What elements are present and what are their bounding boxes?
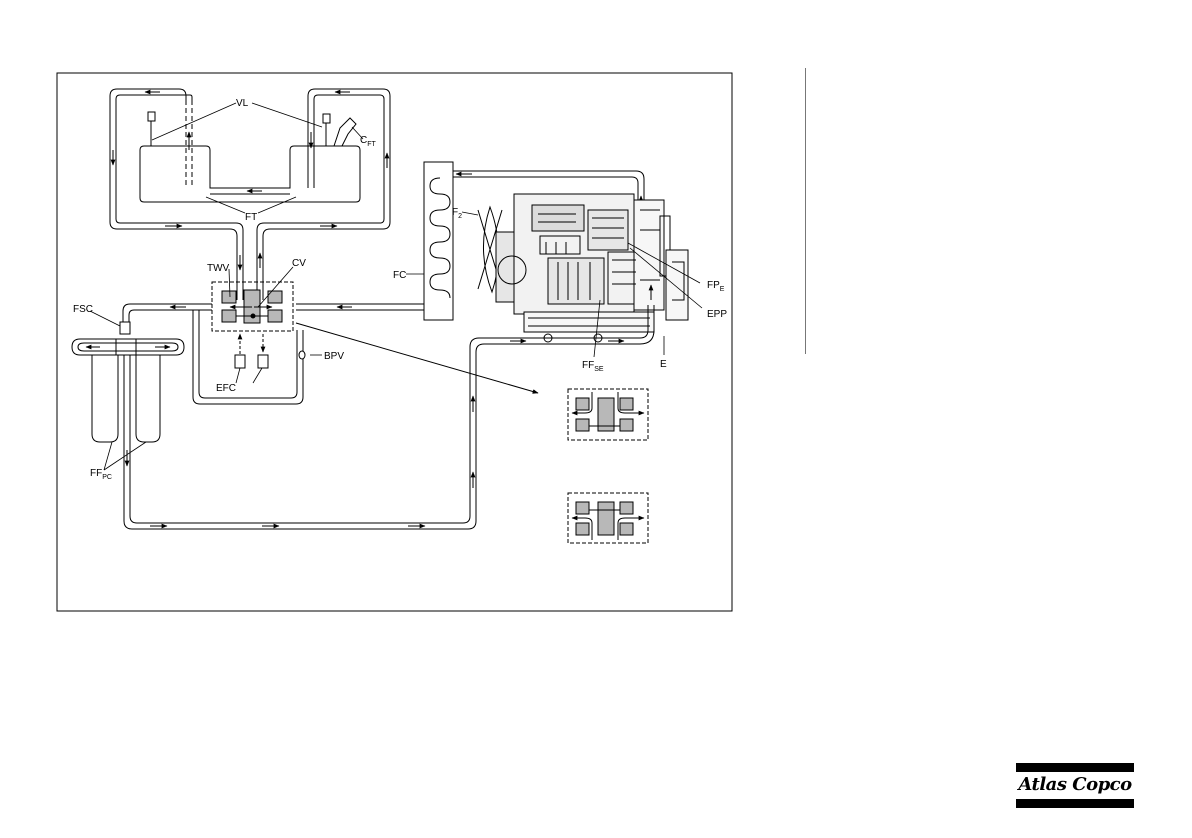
three-way-valve-block (212, 282, 293, 331)
label-ffse: FFSE (582, 360, 604, 373)
valve-detail-inset-1 (568, 389, 648, 440)
label-fc: FC (393, 270, 406, 281)
engine (496, 194, 688, 344)
logo-wordmark: Atlas Copco (1016, 773, 1134, 797)
page-divider (805, 68, 806, 354)
label-fpe: FPE (707, 280, 725, 293)
valve-detail-inset-2 (568, 493, 648, 543)
label-efc: EFC (216, 383, 236, 394)
atlas-copco-logo: Atlas Copco (1016, 763, 1134, 808)
label-bpv: BPV (324, 351, 344, 362)
label-cv: CV (292, 258, 306, 269)
logo-bar-top (1016, 763, 1134, 772)
primary-filters (72, 322, 184, 470)
engine-feed-pipe (124, 338, 640, 529)
label-twv: TWV (207, 263, 230, 274)
logo-bar-bottom (1016, 799, 1134, 808)
label-epp: EPP (707, 309, 727, 320)
label-vl: VL (236, 98, 249, 109)
efc-return-loop (193, 310, 305, 404)
label-ft: FT (245, 212, 257, 223)
label-e: E (660, 359, 667, 370)
label-cft: CFT (360, 135, 377, 148)
label-f2: F2 (452, 207, 462, 220)
fuel-tanks (140, 100, 360, 202)
label-fsc: FSC (73, 304, 93, 315)
label-ffpc: FFPC (90, 468, 112, 481)
